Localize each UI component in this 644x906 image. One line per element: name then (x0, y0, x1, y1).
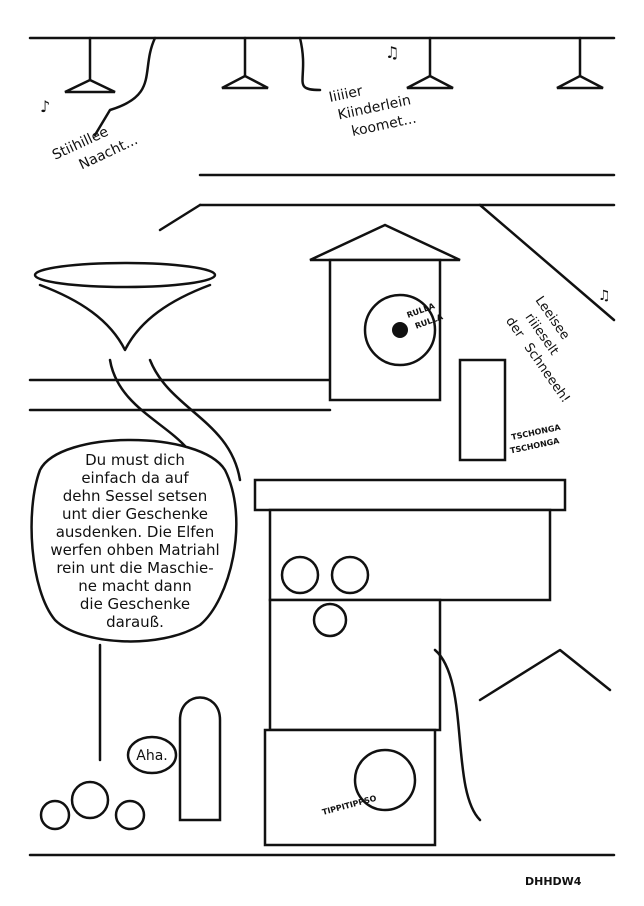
song-ihr-kinderlein: Iiiiier Kiinderlein koomet... (328, 83, 418, 140)
bubble-line: rein unt die Maschie- (56, 559, 213, 577)
tower (309, 223, 507, 462)
artist-signature: DHHDW4 (525, 875, 582, 888)
gramophone-horn-middle (298, 36, 322, 92)
bubble-line: ausdenken. Die Elfen (56, 523, 215, 541)
speech-bubble-elf: Aha. (126, 735, 178, 775)
sound-tschonga: TSCHONGA TSCHONGA (509, 423, 562, 456)
gramophone-horn-left (93, 36, 157, 137)
song-stille-nacht: Stiihillee Naacht... (50, 124, 140, 174)
song-line: Iiiiier (328, 83, 365, 106)
music-note-icon: ♪ (40, 97, 50, 116)
bubble-line: einfach da auf (81, 469, 189, 487)
speech-bubble-santa: Du must dich einfach da auf dehn Sessel … (30, 438, 238, 762)
bubble-line: Du must dich (85, 451, 185, 469)
bubble-line: dehn Sessel setsen (63, 487, 208, 505)
music-note-icon: ♫ (598, 288, 611, 304)
funnel (33, 261, 242, 482)
santa-chair (178, 696, 222, 822)
ceiling-lamp-icon (556, 36, 604, 90)
song-leise-rieselt: Leeisee riiieselt der Schneeeh! (502, 294, 572, 406)
santa-and-elves (39, 780, 146, 831)
ceiling-lamp-icon (64, 36, 116, 94)
bubble-line: die Geschenke (80, 595, 190, 613)
ceiling-lamp-icon (221, 36, 269, 90)
bubble-line: werfen ohben Matriahl (50, 541, 219, 559)
bubble-line: ne macht dann (78, 577, 191, 595)
music-note-icon: ♫ (385, 43, 399, 62)
bubble-line: unt dier Geschenke (62, 505, 208, 523)
upper-walkway (158, 173, 616, 322)
ceiling-lamp-icon (406, 36, 454, 90)
gift-machine (253, 478, 612, 847)
bubble-line: darauß. (106, 613, 164, 631)
bubble-reply-text: Aha. (136, 748, 167, 764)
